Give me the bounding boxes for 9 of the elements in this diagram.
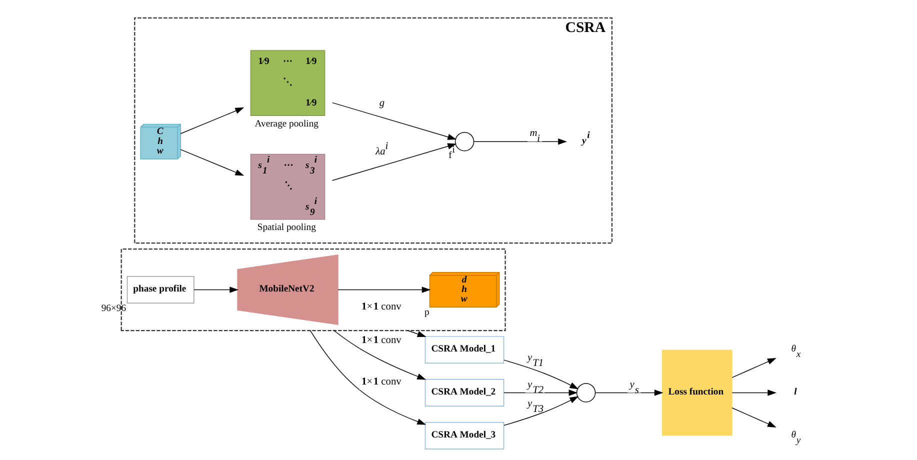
node-label: Spatial pooling — [257, 222, 316, 233]
edge-label: 1×1 conv — [362, 301, 402, 312]
edge-label: g — [379, 97, 385, 108]
node-text: l — [794, 386, 797, 398]
node-label: 96×96 — [101, 302, 126, 314]
node-label: Average pooling — [254, 118, 318, 129]
node-label: p — [424, 306, 430, 318]
edge-label: 1×1 conv — [362, 376, 402, 387]
edge-label: 1×1 conv — [362, 334, 402, 346]
